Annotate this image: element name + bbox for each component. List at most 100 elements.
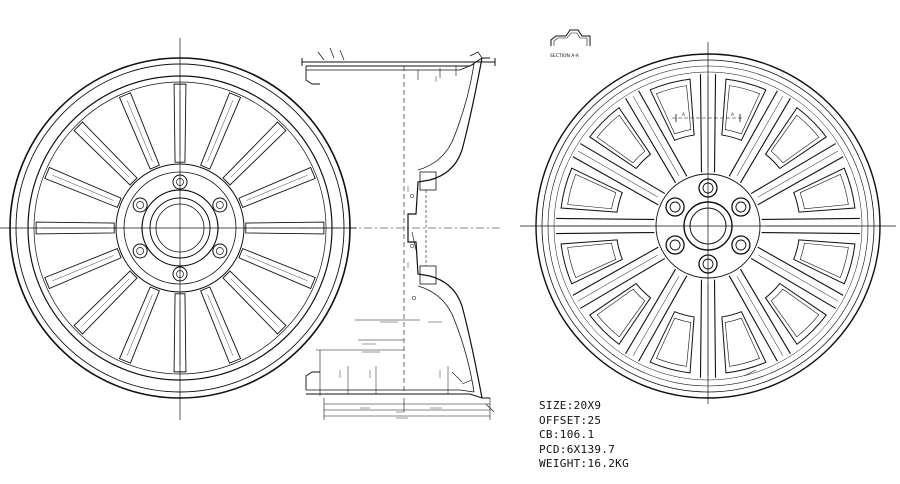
spoke xyxy=(222,270,287,335)
lug-hole xyxy=(215,201,224,209)
spoke-window-inner xyxy=(770,114,820,164)
lug-pocket xyxy=(132,243,148,259)
spoke-centerline xyxy=(207,294,233,356)
spoke xyxy=(200,286,242,364)
spoke-window-inner xyxy=(770,288,820,338)
spoke-window xyxy=(589,107,652,170)
lug-hole xyxy=(136,201,145,209)
lug-nut xyxy=(731,235,751,255)
spoke-window xyxy=(721,78,767,141)
section-a-a-label: SECTION A-A xyxy=(550,54,579,59)
section-dimension-marks xyxy=(339,76,442,419)
lug-nut-inner xyxy=(735,201,747,213)
lug-pocket xyxy=(212,243,228,259)
spoke-edge xyxy=(638,90,688,177)
spoke-window-inner xyxy=(596,288,646,338)
spec-pcd: PCD:6X139.7 xyxy=(539,442,616,456)
spoke-centerline xyxy=(52,175,114,201)
spoke-window-inner xyxy=(724,85,760,135)
spoke-ridge xyxy=(736,276,784,357)
spoke-centerline xyxy=(230,130,278,178)
wheel-face-view xyxy=(520,42,896,404)
spoke-window xyxy=(793,239,856,285)
section-mark-a-right: A xyxy=(731,112,734,117)
spoke-centerline xyxy=(82,278,130,326)
spoke-window xyxy=(764,107,827,170)
spoke-window-inner xyxy=(656,317,692,367)
lug-pocket xyxy=(212,197,228,213)
spoke xyxy=(173,293,187,373)
spoke-ridge xyxy=(736,95,784,176)
spoke-edge xyxy=(699,74,703,173)
spoke-window-inner xyxy=(799,242,849,278)
spoke-window-inner xyxy=(596,114,646,164)
spoke-edge xyxy=(761,217,860,221)
spoke-edge xyxy=(728,90,778,177)
lug-nut-inner xyxy=(669,201,681,213)
spoke-window xyxy=(589,282,652,345)
spoke xyxy=(73,121,138,186)
spoke-window xyxy=(764,282,827,345)
spoke-window-inner xyxy=(799,174,849,210)
spoke-centerline xyxy=(230,278,278,326)
wheel-spec-list: SIZE:20X9 OFFSET:25 CB:106.1 PCD:6X139.7… xyxy=(539,399,629,472)
spoke-ridge xyxy=(577,254,658,302)
spoke-centerline xyxy=(127,100,153,162)
spoke-window xyxy=(793,167,856,213)
spoke-ridge xyxy=(632,95,680,176)
spoke-edge xyxy=(750,143,836,195)
spoke-window-inner xyxy=(724,317,760,367)
spoke-edge xyxy=(757,156,844,206)
spec-offset: OFFSET:25 xyxy=(539,413,602,427)
spoke xyxy=(200,92,242,170)
spoke-ridge xyxy=(758,150,839,198)
spoke-window-inner xyxy=(567,242,617,278)
spoke xyxy=(35,221,115,235)
spoke-edge xyxy=(572,246,659,296)
spoke-edge xyxy=(638,275,688,362)
spoke-edge xyxy=(739,98,791,184)
spoke-edge xyxy=(761,231,860,235)
spoke xyxy=(118,286,160,364)
spoke xyxy=(44,248,122,290)
spoke-edge xyxy=(625,268,677,354)
spoke-edge xyxy=(625,98,677,184)
spoke-centerline xyxy=(246,255,308,281)
spoke-ridge xyxy=(632,276,680,357)
spoke-window xyxy=(560,239,623,285)
spoke-edge xyxy=(572,156,659,206)
section-mark-a-left: A xyxy=(682,112,685,117)
spoke-window-inner xyxy=(567,174,617,210)
spec-center-bore: CB:106.1 xyxy=(539,428,595,442)
lug-pocket xyxy=(132,197,148,213)
lug-nut-inner xyxy=(735,239,747,251)
spoke xyxy=(118,92,160,170)
spoke-edge xyxy=(699,279,703,378)
lug-nut xyxy=(731,197,751,217)
spoke-edge xyxy=(580,257,666,309)
spoke-centerline xyxy=(52,255,114,281)
spoke-window xyxy=(649,311,695,374)
wheel-cross-section xyxy=(300,47,500,420)
spoke-window xyxy=(649,78,695,141)
wheel-front-view xyxy=(0,38,357,420)
lug-hole xyxy=(136,247,145,255)
spoke xyxy=(44,166,122,208)
spoke-window-inner xyxy=(656,85,692,135)
spoke-edge xyxy=(580,143,666,195)
spoke-centerline xyxy=(127,294,153,356)
spoke-edge xyxy=(556,217,655,221)
lug-nut xyxy=(665,197,685,217)
spoke-edge xyxy=(728,275,778,362)
spec-weight: WEIGHT:16.2KG xyxy=(539,457,629,471)
spec-size: SIZE:20X9 xyxy=(539,399,602,412)
spoke-edge xyxy=(556,231,655,235)
spoke xyxy=(73,270,138,335)
spoke-centerline xyxy=(246,175,308,201)
spoke-edge xyxy=(713,74,717,173)
spoke-edge xyxy=(739,268,791,354)
spoke xyxy=(238,248,316,290)
spoke-edge xyxy=(713,279,717,378)
spoke-ridge xyxy=(577,150,658,198)
